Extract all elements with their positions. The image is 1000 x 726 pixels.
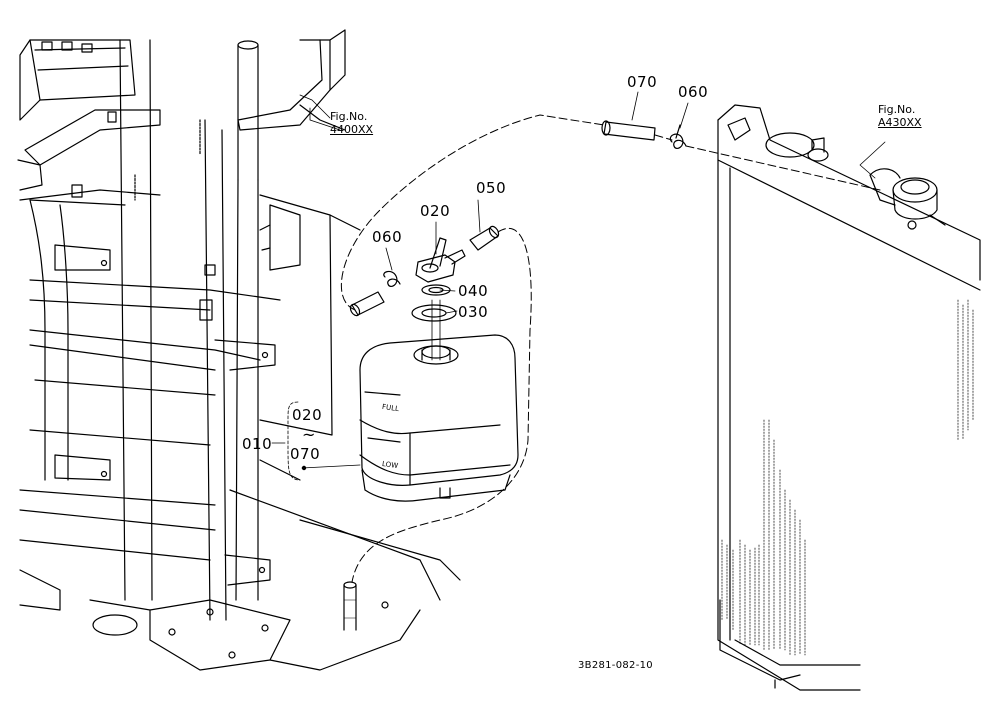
tank-cap-assembly: [411, 237, 466, 361]
part-label-050: 050: [476, 179, 507, 197]
drawing-id: 3B281-082-10: [578, 660, 653, 671]
part-range-start: 020: [292, 406, 323, 424]
radiator: [717, 104, 981, 691]
fig-ref-left-label: Fig.No.: [330, 110, 368, 123]
fig-ref-left-code: 4400XX: [330, 123, 374, 136]
fig-ref-right-code: A430XX: [878, 116, 922, 129]
part-label-040: 040: [458, 282, 489, 300]
leader-dot: [301, 465, 307, 471]
reserve-tank: [359, 334, 519, 502]
part-label-070: 070: [627, 73, 658, 91]
leader-lines: [271, 91, 886, 481]
part-label-010: 010: [242, 435, 273, 453]
hoses: [343, 120, 687, 631]
part-label-060-left: 060: [372, 228, 403, 246]
part-label-060-right: 060: [678, 83, 709, 101]
part-label-030: 030: [458, 303, 489, 321]
part-range-end: 070: [290, 445, 321, 463]
fig-ref-left: Fig.No. 4400XX: [330, 110, 373, 136]
fig-ref-right-label: Fig.No.: [878, 103, 916, 116]
part-range-separator: ~: [302, 425, 316, 444]
fig-ref-right: Fig.No. A430XX: [878, 103, 922, 129]
tractor-frame: [17, 29, 461, 671]
hose-routing: [340, 114, 881, 583]
part-label-020: 020: [420, 202, 451, 220]
